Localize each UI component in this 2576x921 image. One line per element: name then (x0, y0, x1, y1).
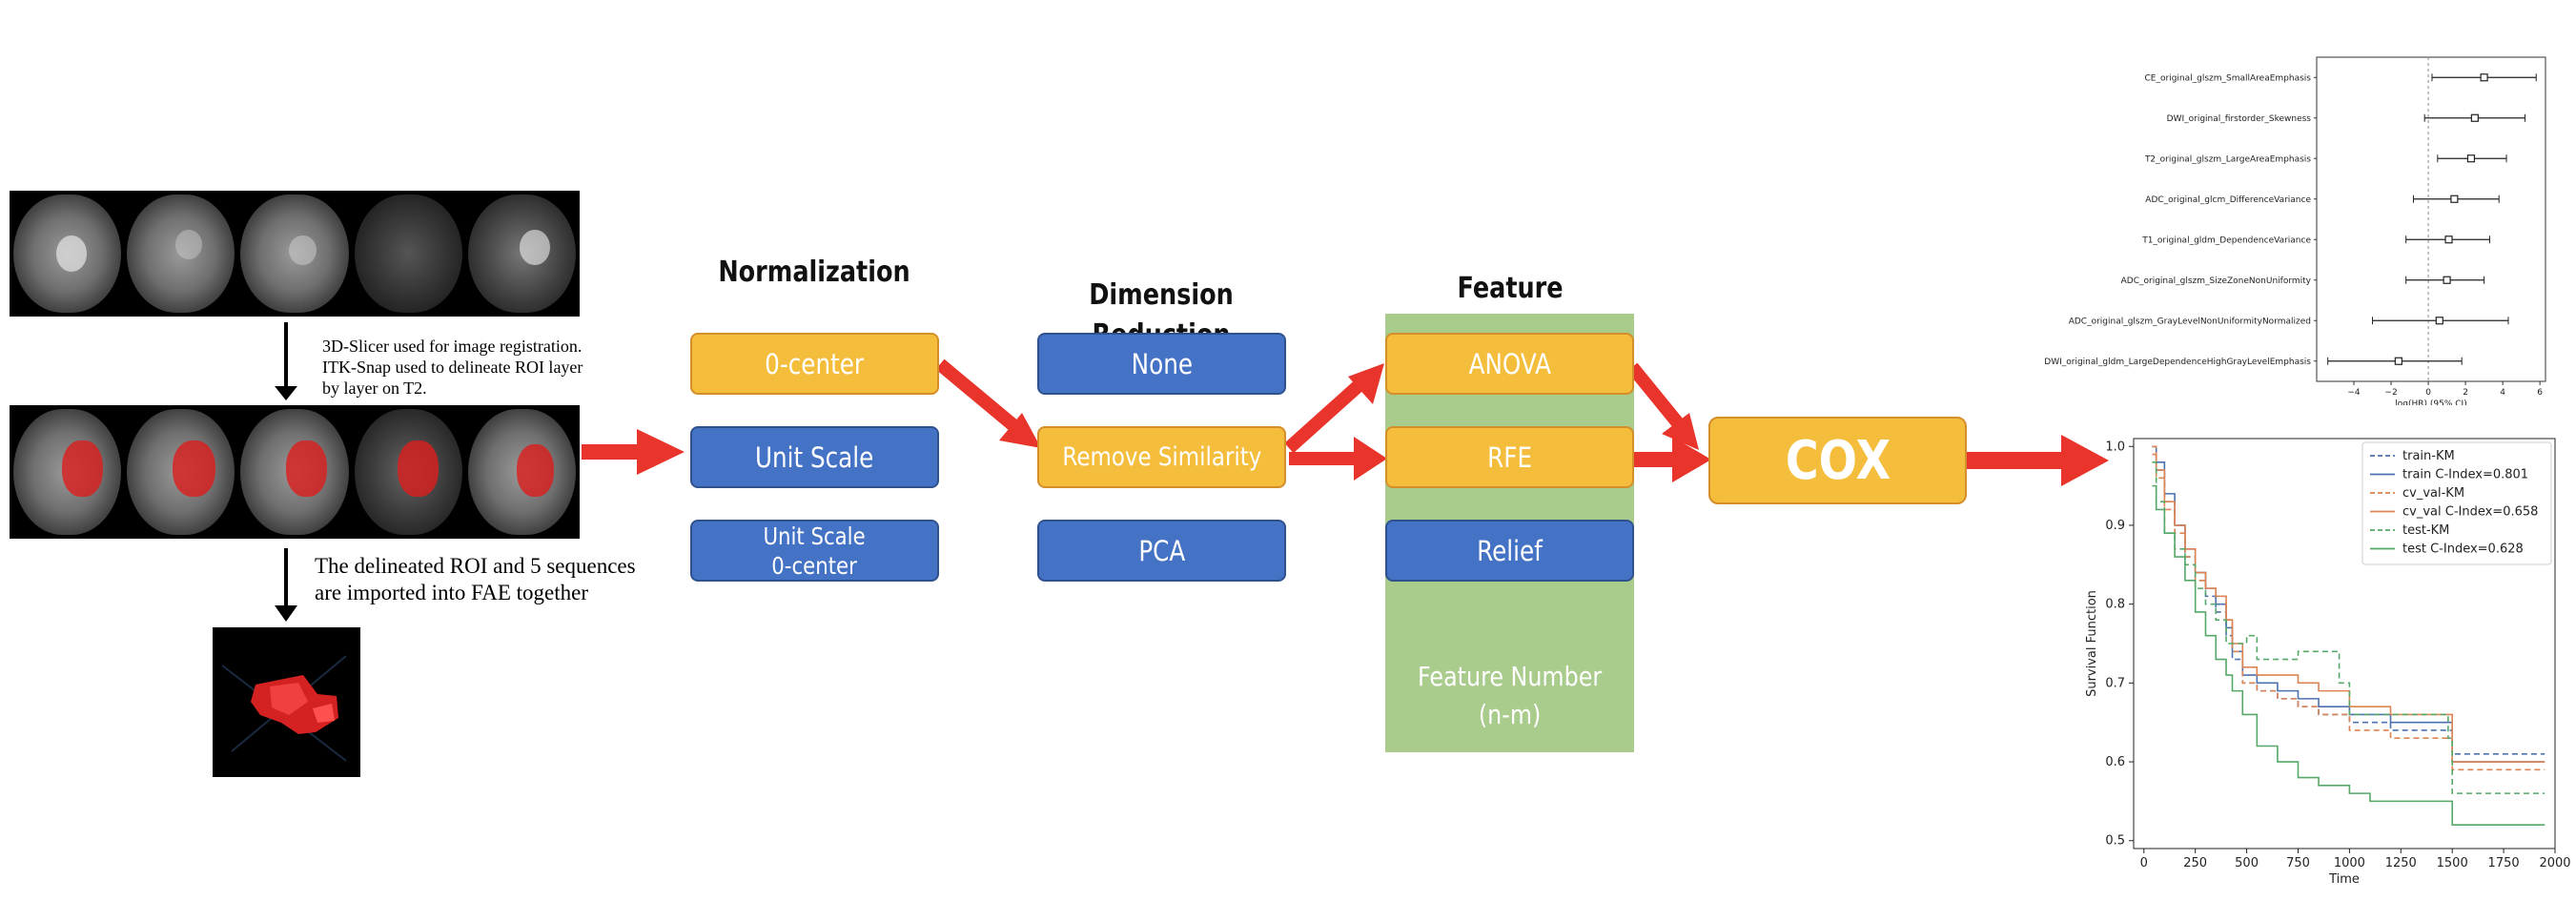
mri-roi-strip (10, 405, 580, 539)
norm-unit-scale-0-center[interactable]: Unit Scale 0-center (690, 520, 939, 582)
forest-estimate-marker (2470, 113, 2479, 122)
norm-unit-scale[interactable]: Unit Scale (690, 426, 939, 488)
km-y-tick-label: 0.5 (2105, 834, 2125, 849)
forest-x-tick-label: 0 (2425, 388, 2431, 398)
km-x-tick-label: 750 (2286, 856, 2310, 870)
roi-3d-render (213, 627, 360, 777)
km-x-tick-label: 0 (2140, 856, 2148, 870)
dr-none[interactable]: None (1037, 333, 1286, 395)
mri-slice (127, 194, 235, 313)
km-legend-label: test-KM (2402, 523, 2449, 538)
forest-feature-label: ADC_original_glszm_GrayLevelNonUniformit… (2069, 317, 2311, 326)
forest-x-axis-label: log(HR) (95% CI) (2395, 399, 2466, 405)
mri-roi-slice (13, 409, 122, 535)
feature-number-label: Feature Number (n-m) (1417, 661, 1603, 730)
km-x-tick-label: 250 (2183, 856, 2207, 870)
forest-feature-label: ADC_original_glszm_SizeZoneNonUniformity (2121, 276, 2312, 286)
forest-feature-label: DWI_original_gldm_LargeDependenceHighGra… (2044, 358, 2311, 367)
km-x-tick-label: 2000 (2539, 856, 2570, 870)
left-down-arrows (275, 322, 297, 622)
dr-pca[interactable]: PCA (1037, 520, 1286, 582)
mri-slice (354, 194, 462, 313)
forest-frame (2316, 56, 2546, 382)
km-x-tick-label: 1000 (2334, 856, 2365, 870)
forest-estimate-marker (2450, 194, 2459, 203)
step1-caption: 3D-Slicer used for image registration. I… (322, 337, 583, 398)
km-legend-label: train-KM (2402, 449, 2455, 463)
km-series-line (2152, 484, 2545, 826)
km-legend-box (2361, 441, 2552, 565)
km-x-tick-label: 1750 (2488, 856, 2520, 870)
km-survival-chart: 0 250 500 750 1000 1250 1500 1750 2000 0.5 0.6 0.7 0… (2085, 438, 2571, 887)
mri-roi-slice (354, 409, 462, 535)
mri-roi-slice (127, 409, 235, 535)
km-legend-label: cv_val C-Index=0.658 (2402, 505, 2538, 520)
mri-slice (13, 194, 122, 313)
km-x-axis-label: Time (2328, 872, 2360, 887)
forest-feature-label: T1_original_gldm_DependenceVariance (2141, 235, 2311, 245)
km-y-tick-label: 1.0 (2105, 440, 2125, 454)
forest-estimate-marker (2466, 154, 2476, 163)
forest-x-tick-label: 4 (2500, 388, 2505, 398)
forest-feature-label: T2_original_glszm_LargeAreaEmphasis (2144, 154, 2311, 164)
forest-feature-label: ADC_original_glcm_DifferenceVariance (2145, 195, 2311, 205)
mri-slice (240, 194, 349, 313)
forest-estimate-marker (2443, 276, 2451, 284)
km-y-axis-label: Survival Function (2085, 590, 2099, 697)
dr-remove-similarity[interactable]: Remove Similarity (1037, 426, 1286, 488)
step2-caption: The delineated ROI and 5 sequences are i… (315, 554, 636, 604)
km-legend-label: train C-Index=0.801 (2402, 468, 2528, 482)
km-x-tick-label: 1250 (2385, 856, 2417, 870)
fs-rfe[interactable]: RFE (1385, 426, 1634, 488)
norm-0-center[interactable]: 0-center (690, 333, 939, 395)
mri-slice (467, 194, 577, 313)
mri-roi-slice (240, 409, 349, 535)
forest-estimate-marker (2444, 235, 2453, 244)
km-legend-label: cv_val-KM (2402, 486, 2464, 501)
forest-x-tick-label: 6 (2537, 388, 2543, 398)
mri-roi-slice (467, 409, 577, 535)
km-x-tick-label: 500 (2235, 856, 2259, 870)
km-legend-label: test C-Index=0.628 (2402, 542, 2524, 557)
forest-plot: CE_original_glszm_SmallAreaEmphasisDWI_o… (2044, 56, 2546, 405)
forest-x-tick-label: 2 (2463, 388, 2468, 398)
forest-x-tick-label: −2 (2384, 388, 2397, 398)
fs-relief[interactable]: Relief (1385, 520, 1634, 582)
forest-feature-label: CE_original_glszm_SmallAreaEmphasis (2145, 73, 2312, 83)
normalization-title: Normalization (718, 256, 910, 289)
forest-estimate-marker (2480, 73, 2488, 82)
forest-x-tick-label: −4 (2347, 388, 2361, 398)
km-y-tick-label: 0.6 (2105, 755, 2125, 769)
fs-anova[interactable]: ANOVA (1385, 333, 1634, 395)
forest-estimate-marker (2394, 357, 2402, 365)
mri-sequences-strip (10, 191, 580, 317)
km-y-tick-label: 0.7 (2105, 676, 2125, 690)
km-y-tick-label: 0.9 (2105, 519, 2125, 533)
forest-feature-label: DWI_original_firstorder_Skewness (2167, 114, 2312, 124)
km-y-tick-label: 0.8 (2105, 598, 2125, 612)
cox-model-box[interactable]: COX (1708, 417, 1967, 504)
forest-estimate-marker (2435, 317, 2443, 325)
km-x-tick-label: 1500 (2437, 856, 2468, 870)
